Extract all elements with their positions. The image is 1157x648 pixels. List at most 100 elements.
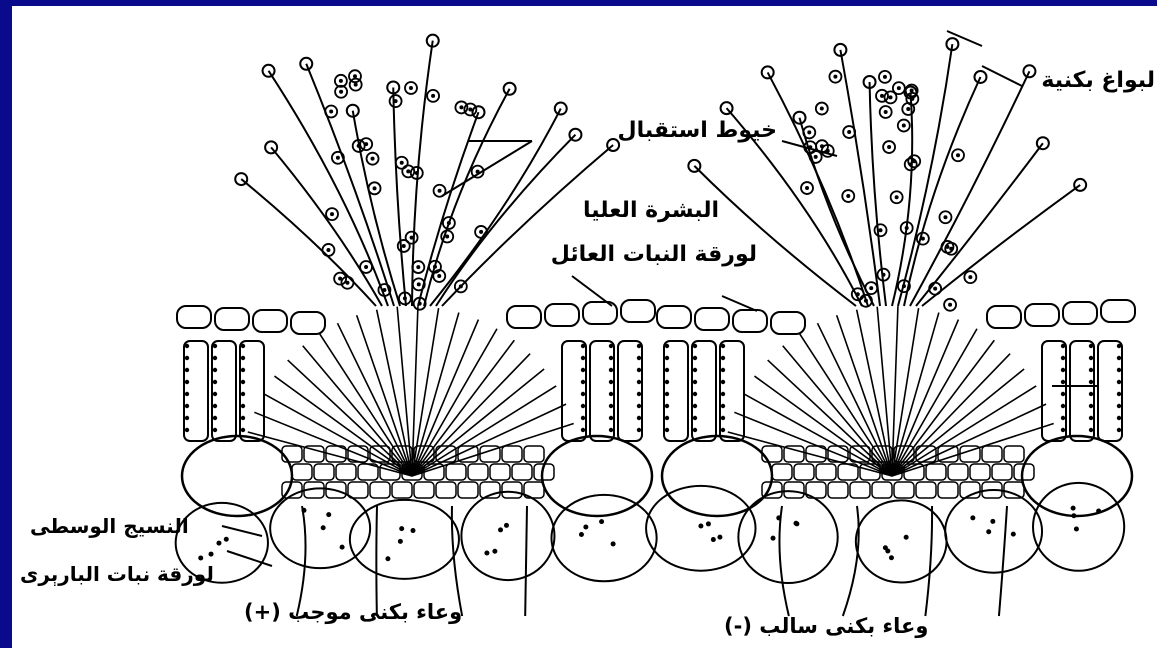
chloroplast-dot xyxy=(213,416,217,420)
sterigma-line xyxy=(412,320,478,476)
pycniospore-nucleus xyxy=(910,97,914,101)
chloroplast-dot xyxy=(609,380,613,384)
chloroplast-dot xyxy=(904,535,909,540)
pycniospore-nucleus xyxy=(394,99,398,103)
basal-cell xyxy=(992,464,1012,480)
chloroplast-dot xyxy=(1117,404,1121,408)
chloroplast-dot xyxy=(706,521,711,526)
chloroplast-dot xyxy=(665,392,669,396)
chloroplast-dot xyxy=(1117,356,1121,360)
pycniospore-nucleus xyxy=(373,186,377,190)
pycniospore-nucleus xyxy=(403,296,407,300)
basal-cell xyxy=(794,464,814,480)
pycniospore-nucleus xyxy=(902,284,906,288)
pycniospore-nucleus xyxy=(418,302,422,306)
basal-cell xyxy=(872,482,892,498)
basal-cell xyxy=(772,464,792,480)
pycniospore-nucleus xyxy=(336,156,340,160)
basal-cell xyxy=(894,482,914,498)
chloroplast-dot xyxy=(721,428,725,432)
pycniospore-nucleus xyxy=(905,226,909,230)
label-upper-epidermis-line1: البشرة العليا xyxy=(583,198,719,223)
chloroplast-dot xyxy=(609,368,613,372)
pycniospore-nucleus xyxy=(881,273,885,277)
chloroplast-dot xyxy=(885,549,890,554)
chloroplast-dot xyxy=(581,356,585,360)
chloroplast-dot xyxy=(990,519,995,524)
chloroplast-dot xyxy=(665,404,669,408)
pycniospore-nucleus xyxy=(329,110,333,114)
chloroplast-dot xyxy=(241,404,245,408)
basal-cell xyxy=(282,446,302,462)
pycniospore-nucleus xyxy=(330,212,334,216)
chloroplast-dot xyxy=(1089,392,1093,396)
mesophyll-cell xyxy=(1033,483,1124,571)
basal-cell xyxy=(916,482,936,498)
chloroplast-dot xyxy=(693,380,697,384)
chloroplast-dot xyxy=(216,541,221,546)
chloroplast-dot xyxy=(721,356,725,360)
hypha-tip xyxy=(1023,65,1035,77)
pycniospore-nucleus xyxy=(438,189,442,193)
epidermis-cell xyxy=(1063,302,1097,324)
diagram-canvas: خيوط استقبال لبواغ بكنية البشرة العليا ل… xyxy=(12,6,1157,648)
pycniospore-nucleus xyxy=(948,303,952,307)
chloroplast-dot xyxy=(1061,392,1065,396)
chloroplast-dot xyxy=(1061,380,1065,384)
chloroplast-dot xyxy=(611,541,616,546)
pycniospore-nucleus xyxy=(949,247,953,251)
pycniospore-nucleus xyxy=(912,159,916,163)
chloroplast-dot xyxy=(581,368,585,372)
sterigma-line xyxy=(412,329,497,476)
chloroplast-dot xyxy=(1061,416,1065,420)
chloroplast-dot xyxy=(411,528,416,533)
sterigma-line xyxy=(892,329,977,476)
epidermis-cell xyxy=(545,304,579,326)
receptive-hypha xyxy=(898,44,952,306)
chloroplast-dot xyxy=(581,416,585,420)
chloroplast-dot xyxy=(609,416,613,420)
basal-cell xyxy=(1004,482,1024,498)
pycniospore-nucleus xyxy=(968,275,972,279)
chloroplast-dot xyxy=(1089,428,1093,432)
chloroplast-dot xyxy=(1117,392,1121,396)
sterigma-line xyxy=(357,315,412,476)
epidermis-cell xyxy=(1101,300,1135,322)
chloroplast-dot xyxy=(1117,368,1121,372)
pycniospore-nucleus xyxy=(805,186,809,190)
hypha xyxy=(525,506,527,616)
pycniospore-nucleus xyxy=(371,157,375,161)
chloroplast-dot xyxy=(609,428,613,432)
sterigma-line xyxy=(412,306,418,476)
chloroplast-dot xyxy=(609,404,613,408)
receptive-hypha xyxy=(694,166,856,306)
hypha-tip xyxy=(762,66,774,78)
chloroplast-dot xyxy=(665,416,669,420)
basal-cell xyxy=(414,482,434,498)
pycniospore-nucleus xyxy=(943,215,947,219)
chloroplast-dot xyxy=(1089,404,1093,408)
chloroplast-dot xyxy=(213,392,217,396)
basal-cell xyxy=(446,464,466,480)
chloroplast-dot xyxy=(637,416,641,420)
pycniospore-nucleus xyxy=(409,86,413,90)
pycniospore-nucleus xyxy=(897,86,901,90)
chloroplast-dot xyxy=(1089,416,1093,420)
chloroplast-dot xyxy=(398,539,403,544)
chloroplast-dot xyxy=(385,556,390,561)
chloroplast-dot xyxy=(185,380,189,384)
chloroplast-dot xyxy=(665,344,669,348)
pycniospore-nucleus xyxy=(345,281,349,285)
chloroplast-dot xyxy=(1061,344,1065,348)
chloroplast-dot xyxy=(693,416,697,420)
pycniospore-nucleus xyxy=(921,237,925,241)
pycniospore-nucleus xyxy=(326,248,330,252)
sterigma-line xyxy=(274,376,412,476)
epidermis-cell xyxy=(733,310,767,332)
basal-cell xyxy=(336,464,356,480)
pycniospore-nucleus xyxy=(906,107,910,111)
basal-cell xyxy=(784,482,804,498)
basal-cell xyxy=(436,482,456,498)
chloroplast-dot xyxy=(693,428,697,432)
chloroplast-dot xyxy=(693,344,697,348)
